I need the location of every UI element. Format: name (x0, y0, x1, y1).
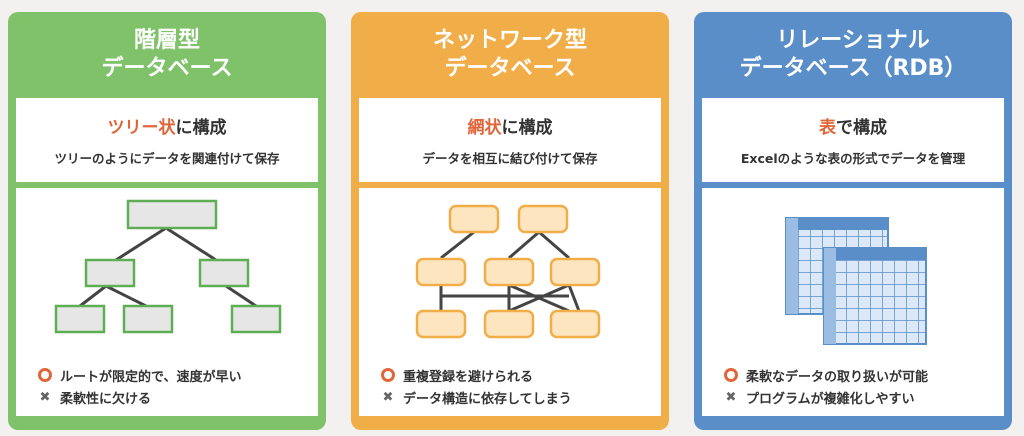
pro-text: 重複登録を避けられる (403, 369, 534, 385)
structure-rest: に構成 (175, 118, 227, 138)
circle-icon (724, 368, 738, 382)
pro-text: 柔軟なデータの取り扱いが可能 (746, 369, 929, 385)
structure-subtitle: ツリーのようにデータを関連付けて保存 (54, 151, 280, 166)
cross-icon: ✖ (39, 389, 51, 405)
card-title-line2: データベース（RDB） (739, 56, 967, 81)
tree-edge (165, 226, 217, 262)
pro-item: ルートが限定的で、速度が早い (38, 364, 241, 386)
network-edge (538, 230, 570, 260)
card-title-line1: 階層型 (133, 28, 200, 53)
card-title-line1: リレーショナル (776, 28, 930, 53)
card-body: 柔軟なデータの取り扱いが可能 ✖ プログラムが複雑化しやすい (702, 188, 1004, 416)
structure-highlight: 網状 (467, 118, 502, 138)
structure-title: 網状に構成 (468, 113, 553, 138)
card-body: 重複登録を避けられる ✖ データ構造に依存してしまう (359, 188, 661, 416)
cross-icon: ✖ (725, 389, 737, 405)
circle-icon (38, 368, 52, 382)
table-front (823, 247, 927, 345)
tree-node-root (126, 199, 218, 230)
pro-item: 柔軟なデータの取り扱いが可能 (724, 364, 928, 386)
card-description: 表で構成 Excelのような表の形式でデータを管理 (702, 98, 1004, 182)
cross-icon: ✖ (382, 389, 394, 405)
structure-title: 表で構成 (819, 113, 887, 138)
con-text: データ構造に依存してしまう (403, 391, 572, 407)
card-title-line2: データベース (444, 56, 576, 81)
network-node (415, 309, 467, 339)
tree-node (230, 304, 282, 334)
network-diagram (415, 204, 601, 339)
pros-cons-list: 重複登録を避けられる ✖ データ構造に依存してしまう (381, 364, 572, 408)
hierarchical-db-card: 階層型 データベース ツリー状に構成 ツリーのようにデータを関連付けて保存 (8, 12, 326, 430)
card-body: ルートが限定的で、速度が早い ✖ 柔軟性に欠ける (16, 188, 318, 416)
tree-edge (225, 284, 257, 308)
con-item: ✖ プログラムが複雑化しやすい (724, 386, 928, 408)
network-edge (567, 284, 581, 312)
pro-item: 重複登録を避けられる (381, 364, 572, 386)
tree-node (122, 304, 174, 334)
card-header: 階層型 データベース (16, 12, 318, 98)
structure-highlight: ツリー状 (107, 118, 176, 138)
con-text: 柔軟性に欠ける (60, 391, 152, 407)
tree-edge (115, 226, 167, 262)
tree-edge (79, 284, 107, 308)
con-text: プログラムが複雑化しやすい (746, 391, 915, 407)
relational-db-card: リレーショナル データベース（RDB） 表で構成 Excelのような表の形式でデ… (694, 12, 1012, 430)
pro-text: ルートが限定的で、速度が早い (60, 369, 242, 385)
network-node (483, 309, 535, 339)
structure-subtitle: データを相互に結び付けて保存 (422, 151, 598, 166)
network-db-card: ネットワーク型 データベース 網状に構成 データを相互に結び付けて保存 (351, 12, 669, 430)
tree-diagram (54, 199, 282, 334)
network-node (415, 257, 467, 287)
con-item: ✖ データ構造に依存してしまう (381, 386, 572, 408)
card-description: 網状に構成 データを相互に結び付けて保存 (359, 98, 661, 182)
network-node (549, 309, 601, 339)
pros-cons-list: ルートが限定的で、速度が早い ✖ 柔軟性に欠ける (38, 364, 241, 408)
network-node (517, 204, 569, 234)
tree-edge (105, 284, 147, 308)
card-description: ツリー状に構成 ツリーのようにデータを関連付けて保存 (16, 98, 318, 182)
structure-highlight: 表 (819, 118, 836, 138)
tree-node (54, 304, 106, 334)
network-node (483, 257, 535, 287)
network-node (448, 204, 500, 234)
card-title-line1: ネットワーク型 (432, 28, 587, 53)
circle-icon (381, 368, 395, 382)
tree-node (84, 258, 136, 288)
card-header: ネットワーク型 データベース (359, 12, 661, 98)
network-edge (508, 230, 540, 260)
tree-node (198, 258, 250, 288)
structure-rest: で構成 (836, 118, 887, 138)
card-title-line2: データベース (101, 56, 233, 81)
structure-rest: に構成 (501, 118, 553, 138)
structure-subtitle: Excelのような表の形式でデータを管理 (740, 151, 966, 166)
con-item: ✖ 柔軟性に欠ける (38, 386, 241, 408)
structure-title: ツリー状に構成 (108, 113, 227, 138)
network-edge (440, 230, 475, 260)
card-header: リレーショナル データベース（RDB） (702, 12, 1004, 98)
table-diagram (785, 217, 927, 345)
network-edge (508, 283, 570, 313)
network-node (549, 257, 601, 287)
pros-cons-list: 柔軟なデータの取り扱いが可能 ✖ プログラムが複雑化しやすい (724, 364, 928, 408)
